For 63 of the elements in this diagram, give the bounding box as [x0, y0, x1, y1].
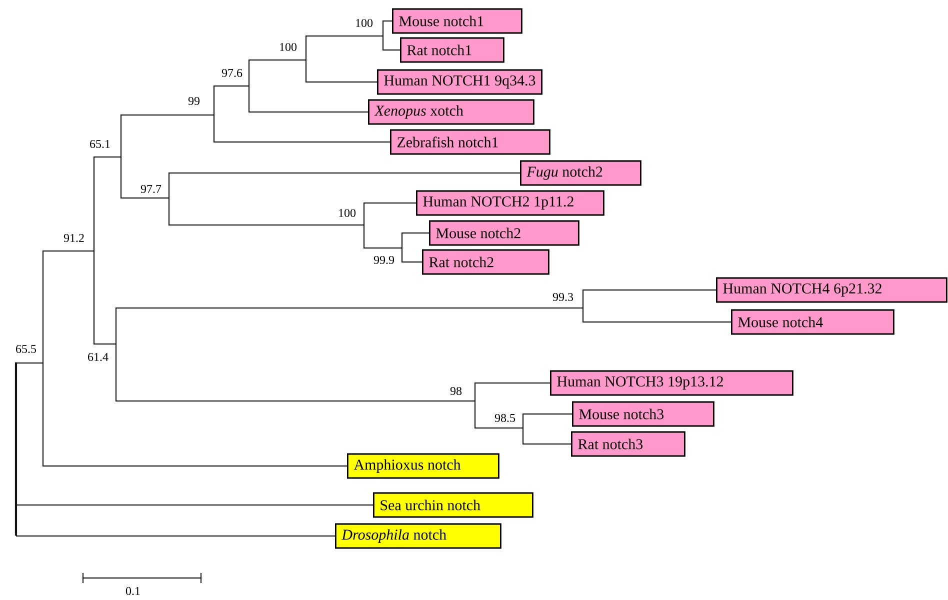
branch-line [402, 248, 422, 262]
species-box: Drosophila notch [335, 523, 502, 549]
branch-line [364, 202, 416, 226]
root-line [15, 362, 17, 536]
bootstrap-value: 61.4 [88, 352, 108, 362]
branch-line [248, 60, 306, 86]
bootstrap-value: 100 [339, 208, 356, 218]
bootstrap-value: 99 [188, 96, 200, 106]
species-box: Human NOTCH3 19p13.12 [550, 370, 794, 396]
species-box: Fugu notch2 [520, 160, 642, 186]
bootstrap-value: 98 [450, 386, 462, 396]
species-box: Human NOTCH4 6p21.32 [716, 277, 948, 303]
branch-line [522, 414, 572, 428]
bootstrap-value: 97.6 [222, 68, 242, 78]
branch-line [214, 86, 250, 116]
branch-line [94, 156, 122, 252]
branch-line [364, 224, 402, 248]
branch-line [214, 114, 390, 142]
branch-line [94, 250, 116, 344]
branch-line [402, 232, 430, 248]
bootstrap-value: 97.7 [140, 184, 162, 194]
scale-label: 0.1 [126, 586, 140, 596]
species-box: Rat notch2 [422, 249, 550, 275]
bootstrap-value: 98.5 [494, 414, 516, 422]
species-box: Mouse notch1 [392, 8, 522, 34]
species-box: Amphioxus notch [347, 453, 500, 479]
species-box: Xenopus xotch [368, 99, 534, 125]
branch-line [474, 382, 550, 402]
branch-line [474, 400, 524, 428]
species-box: Mouse notch2 [429, 220, 580, 246]
species-box: Mouse notch4 [731, 309, 894, 335]
branch-line [168, 172, 520, 198]
branch-line [306, 36, 384, 60]
branch-line [582, 308, 732, 322]
branch-line [382, 20, 392, 36]
species-box: Sea urchin notch [373, 492, 534, 518]
bootstrap-value: 100 [280, 42, 297, 52]
branch-line [382, 36, 400, 50]
bootstrap-value: 65.5 [16, 344, 36, 354]
bootstrap-value: 91.2 [64, 234, 84, 242]
species-box: Rat notch1 [400, 37, 504, 63]
species-box: Zebrafish notch1 [390, 129, 550, 155]
bootstrap-value: 99.9 [374, 256, 394, 264]
branch-line [116, 344, 476, 402]
bootstrap-value: 100 [356, 18, 373, 28]
branch-line [42, 250, 94, 364]
branch-line [248, 86, 368, 112]
bootstrap-value: 99.3 [552, 292, 574, 302]
branch-line [306, 60, 378, 82]
branch-line [522, 428, 572, 444]
branch-line [42, 362, 348, 466]
bootstrap-value: 65.1 [90, 140, 110, 148]
branch-line [120, 114, 214, 158]
branch-line [120, 156, 170, 198]
species-box: Mouse notch3 [572, 401, 714, 427]
branch-line [168, 198, 364, 226]
branch-line [116, 308, 584, 344]
species-box: Rat notch3 [571, 431, 686, 457]
branch-line [582, 290, 716, 308]
branch-line [16, 362, 44, 364]
species-box: Human NOTCH1 9q34.3 [377, 69, 542, 95]
species-box: Human NOTCH2 1p11.2 [416, 190, 604, 216]
branch-line [16, 504, 374, 506]
